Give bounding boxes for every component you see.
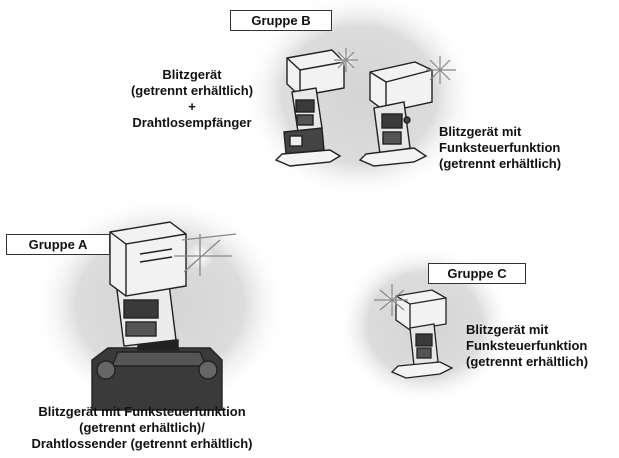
caption-line: (getrennt erhältlich) xyxy=(130,83,254,98)
group-b-label: Gruppe B xyxy=(230,10,332,31)
group-a-master-caption: Blitzgerät mit Funksteuerfunktion (getre… xyxy=(2,404,282,452)
group-b-flash-with-receiver xyxy=(274,49,345,167)
caption-line: + xyxy=(188,99,196,114)
group-b-radio-flash xyxy=(358,61,433,167)
caption-line: (getrennt erhältlich) xyxy=(466,354,589,369)
group-c-radio-flash xyxy=(390,289,454,379)
caption-line: (getrennt erhältlich)/ xyxy=(79,420,205,435)
caption-line: Blitzgerät mit xyxy=(439,124,522,139)
group-c-flash-burst xyxy=(374,284,408,316)
caption-line: Blitzgerät mit xyxy=(466,322,549,337)
group-a-flash-burst xyxy=(174,233,237,276)
group-c-radio-flash-caption: Blitzgerät mit Funksteuerfunktion (getre… xyxy=(466,322,588,370)
caption-line: Blitzgerät mit Funksteuerfunktion xyxy=(38,404,246,419)
group-b-flash-burst-2 xyxy=(426,56,456,84)
group-a-label: Gruppe A xyxy=(6,234,110,255)
caption-line: (getrennt erhältlich) xyxy=(439,156,562,171)
caption-line: Funksteuerfunktion xyxy=(466,338,588,353)
group-b-radio-flash-caption: Blitzgerät mit Funksteuerfunktion (getre… xyxy=(439,124,561,172)
caption-line: Drahtlosempfänger xyxy=(132,115,252,130)
caption-line: Funksteuerfunktion xyxy=(439,140,561,155)
group-c-label: Gruppe C xyxy=(428,263,526,284)
caption-line: Blitzgerät xyxy=(162,67,222,82)
group-b-flash-burst-1 xyxy=(334,48,358,72)
group-b-flash-receiver-caption: Blitzgerät (getrennt erhältlich) + Draht… xyxy=(112,67,272,131)
caption-line: Drahtlossender (getrennt erhältlich) xyxy=(31,436,253,451)
group-a-camera-with-flash xyxy=(91,221,223,411)
